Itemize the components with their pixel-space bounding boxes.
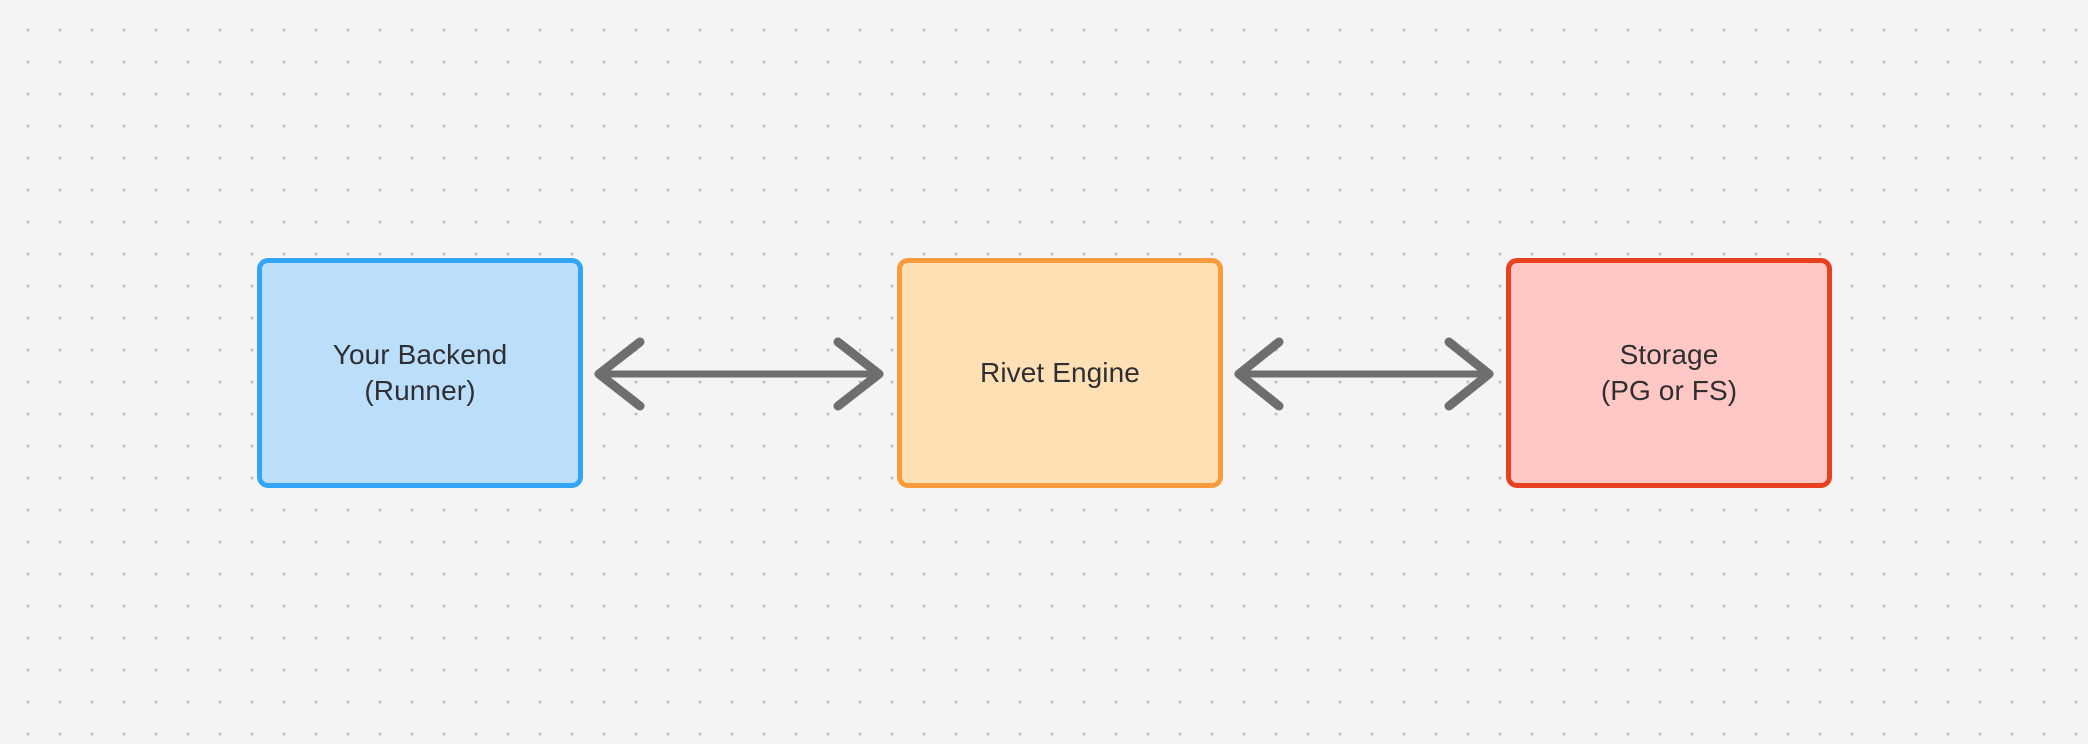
diagram-edge-engine-storage[interactable]	[1228, 330, 1500, 418]
diagram-edge-backend-engine[interactable]	[588, 330, 890, 418]
diagram-node-engine[interactable]: Rivet Engine	[897, 258, 1223, 488]
node-backend-label-line1: Your Backend	[332, 339, 508, 370]
node-engine-label-line1: Rivet Engine	[980, 357, 1140, 388]
node-storage-label-line1: Storage	[1619, 339, 1719, 370]
node-backend-label-line2: (Runner)	[364, 375, 476, 406]
bidirectional-arrow-icon	[594, 337, 884, 411]
node-storage-label-line2: (PG or FS)	[1600, 375, 1738, 406]
diagram-node-storage[interactable]: Storage (PG or FS)	[1506, 258, 1832, 488]
diagram-node-backend[interactable]: Your Backend (Runner)	[257, 258, 583, 488]
bidirectional-arrow-icon	[1234, 337, 1494, 411]
